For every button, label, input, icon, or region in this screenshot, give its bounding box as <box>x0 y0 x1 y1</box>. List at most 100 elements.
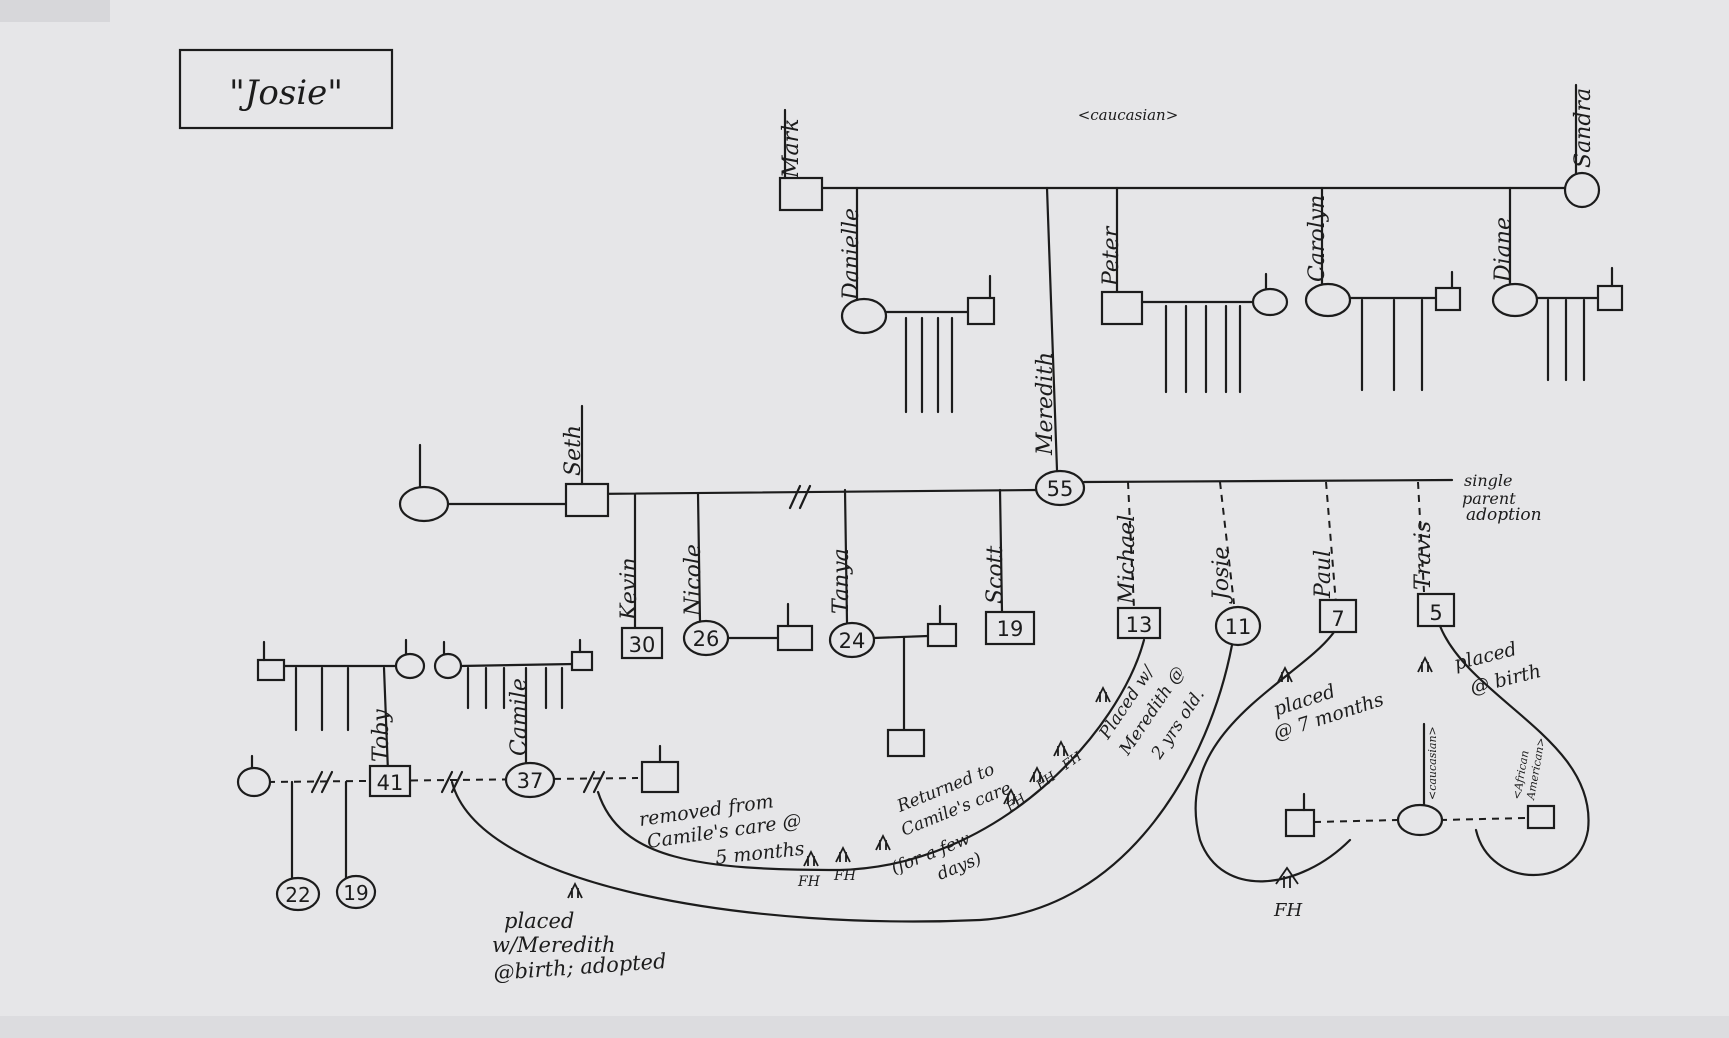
toby-mother-circle <box>394 652 426 680</box>
title-text: "Josie" <box>229 73 343 113</box>
mark-square <box>778 176 824 212</box>
nicole-name: Nicole <box>681 544 706 617</box>
carolyn-family: Carolyn <box>1304 195 1462 392</box>
toby-child-b: 19 <box>335 874 377 910</box>
josie-name: Josie <box>1209 547 1234 604</box>
kevin-node: Kevin 30 <box>617 558 664 660</box>
michael-node: Michael 13 <box>1115 515 1162 640</box>
seth-name: Seth <box>561 425 586 476</box>
carolyn-name: Carolyn <box>1305 195 1330 282</box>
toby-age: 41 <box>377 771 404 795</box>
tanya-child-square <box>886 728 926 758</box>
child-b-circle <box>335 874 377 910</box>
michael-square <box>1116 606 1162 640</box>
grandparents: Mark Sandra <box>778 83 1601 212</box>
birth-mother-circle <box>1396 803 1444 837</box>
scott-age: 19 <box>997 617 1024 641</box>
camile-age: 37 <box>517 769 544 793</box>
kevin-square <box>620 626 664 660</box>
sandra-name: Sandra <box>1571 88 1596 168</box>
meredith-name: Meredith <box>1033 352 1058 456</box>
fh-label-6: FH <box>1273 900 1302 921</box>
nicole-node: Nicole 26 <box>681 544 814 657</box>
camile-name: Camile <box>507 678 532 756</box>
travis-birth-father-square <box>1526 804 1556 830</box>
scott-square <box>984 610 1036 646</box>
peter-name: Peter <box>1099 225 1124 287</box>
single-parent-line1: single <box>1464 471 1512 490</box>
child-a-circle <box>275 876 321 912</box>
peter-spouse-circle <box>1251 287 1289 317</box>
diane-spouse-square <box>1596 284 1624 312</box>
nicole-spouse-square <box>776 624 814 652</box>
paul-node: Paul 7 <box>1311 550 1358 634</box>
single-parent-line2: parent <box>1462 489 1516 508</box>
peter-family: Peter <box>1099 225 1289 394</box>
toby-node: 41 <box>368 764 412 798</box>
travis-node: Travis 5 <box>1411 521 1456 628</box>
meredith-circle <box>1034 469 1086 507</box>
josie-node: Josie 11 <box>1209 547 1262 647</box>
birth-mother-ethnicity: <caucasian> <box>1426 726 1439 800</box>
paul-square <box>1318 598 1358 634</box>
seth-square <box>564 482 610 518</box>
carolyn-circle <box>1304 282 1352 318</box>
toby-partner-circle <box>236 766 272 798</box>
carolyn-spouse-square <box>1434 286 1462 312</box>
camile-node: 37 <box>504 761 556 799</box>
josie-placement-curve <box>450 643 1234 923</box>
danielle-family: Danielle <box>839 208 996 414</box>
tanya-age: 24 <box>839 629 866 653</box>
travis-square <box>1416 592 1456 628</box>
tanya-spouse-square <box>926 622 958 648</box>
toby-father-square <box>256 658 286 682</box>
paul-placement-curve <box>1194 630 1352 883</box>
fh-label-1: FH <box>797 874 821 890</box>
single-parent-line3: adoption <box>1466 505 1542 525</box>
diane-family: Diane <box>1491 217 1624 382</box>
camile-mother-circle <box>433 652 463 680</box>
camile-circle <box>504 761 556 799</box>
caucasian-label: <caucasian> <box>1078 106 1179 124</box>
birth-father-square <box>1284 808 1316 838</box>
meredith-age: 55 <box>1047 477 1074 501</box>
fh-label-2: FH <box>833 868 857 884</box>
tanya-circle <box>828 621 876 659</box>
diane-name: Diane <box>1491 217 1516 283</box>
mark-name: Mark <box>779 119 804 180</box>
travis-name: Travis <box>1411 521 1436 590</box>
placed-birth-adopted-line1: placed <box>504 909 574 933</box>
title-box: "Josie" <box>178 48 394 130</box>
tanya-name: Tanya <box>829 548 854 614</box>
danielle-spouse-square <box>966 296 996 326</box>
toby-child-a: 22 <box>275 876 321 912</box>
nicole-age: 26 <box>693 627 720 651</box>
kevin-age: 30 <box>629 633 656 657</box>
placed-birth-adopted-line2: w/Meredith <box>492 933 616 957</box>
josie-circle <box>1214 605 1262 647</box>
paul-age: 7 <box>1331 607 1344 631</box>
camile-father-square <box>570 650 594 672</box>
danielle-circle <box>840 297 888 335</box>
michael-name: Michael <box>1115 515 1140 605</box>
travis-placement-curve <box>1438 624 1590 876</box>
travis-age: 5 <box>1429 601 1442 625</box>
toby-name: Toby <box>369 709 394 762</box>
camile-partner-square <box>640 760 680 794</box>
toby-square <box>368 764 412 798</box>
tanya-node: Tanya 24 <box>828 548 958 758</box>
meredith-node: 55 <box>1034 469 1086 507</box>
child-b-age: 19 <box>343 881 368 905</box>
peter-square <box>1100 290 1144 326</box>
seth-first-partner-circle <box>398 485 450 523</box>
josie-age: 11 <box>1225 615 1252 639</box>
corner-strip <box>0 0 110 22</box>
removed-line3: 5 months <box>714 838 806 869</box>
sandra-circle <box>1563 171 1601 209</box>
child-a-age: 22 <box>285 883 310 907</box>
placement-arrows <box>567 655 1433 899</box>
fh-label-4: FH <box>1033 769 1060 794</box>
danielle-name: Danielle <box>839 208 864 301</box>
kevin-name: Kevin <box>617 558 642 622</box>
